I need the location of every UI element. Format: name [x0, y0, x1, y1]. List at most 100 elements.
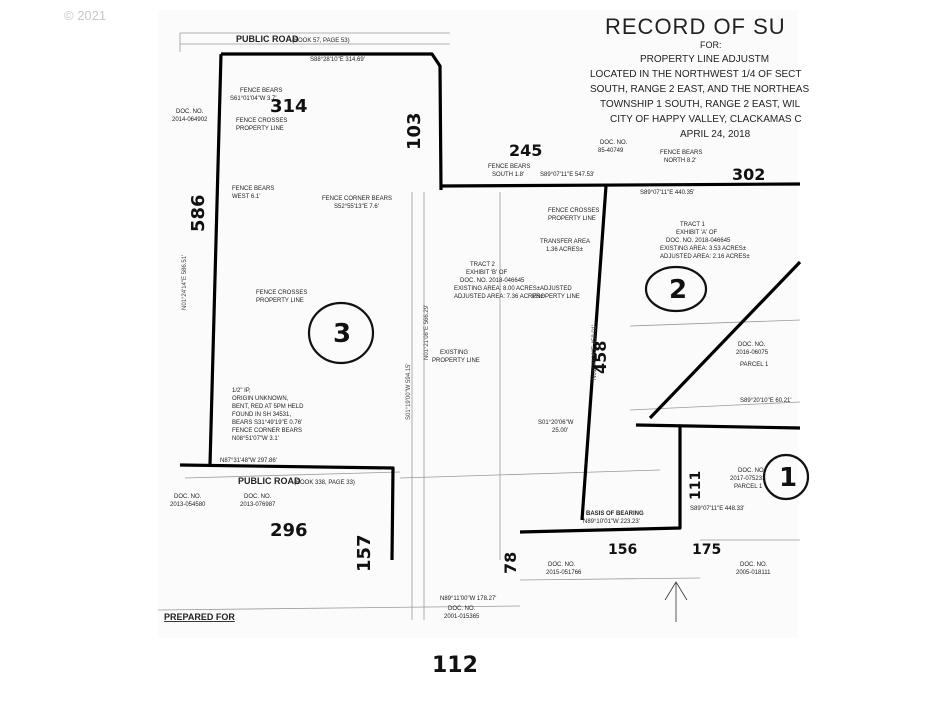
note-line: ORIGIN UNKNOWN,	[232, 396, 289, 402]
note-line: FOUND IN SH 34531,	[232, 412, 291, 418]
tract2-line: EXHIBIT 'B' OF	[466, 270, 508, 276]
hand-bottom-len: 112	[432, 653, 478, 678]
south-boundary	[179, 463, 395, 561]
doc-number: 2014-064902	[172, 117, 208, 123]
doc-parcel-line: PARCEL 1	[734, 484, 763, 490]
note-line: SOUTH 1.8'	[492, 172, 524, 178]
circle-parcel-2	[644, 265, 708, 313]
doc-number: 2016-06075	[736, 350, 769, 356]
header-line-5: CITY OF HAPPY VALLEY, CLACKAMAS C	[610, 114, 802, 125]
note-line: FENCE BEARS	[240, 88, 282, 94]
header-line-2: LOCATED IN THE NORTHWEST 1/4 OF SECT	[590, 69, 802, 80]
tract1-line: EXISTING AREA: 3.53 ACRES±	[660, 246, 747, 252]
doc-label: DOC. NO.	[176, 109, 204, 115]
hand-right-len: 302	[732, 165, 765, 184]
hand-east-len: 103	[404, 112, 425, 150]
doc-label: DOC. NO.	[740, 562, 768, 568]
tract-line-length: 25.00'	[552, 428, 568, 434]
hand-parcel-3: 3	[333, 319, 351, 349]
note-line: PROPERTY LINE	[236, 126, 284, 132]
hand-parcel-2: 2	[669, 275, 687, 305]
tract1-line: DOC. NO. 2018-046645	[666, 238, 731, 244]
doc-parcel-line: DOC. NO.	[738, 468, 766, 474]
header-line-3: SOUTH, RANGE 2 EAST, AND THE NORTHEAS	[590, 84, 809, 95]
north-arrow-icon	[664, 581, 688, 622]
north-boundary	[221, 52, 443, 191]
hand-west-len: 586	[188, 194, 209, 232]
note-line: N08°51'07"W 3.1'	[232, 436, 279, 442]
header-line-1: PROPERTY LINE ADJUSTM	[640, 54, 769, 65]
parcel-circles	[307, 265, 810, 501]
tract2-block: TRACT 2 EXHIBIT 'B' OF DOC. NO. 2018-046…	[454, 262, 544, 300]
doc-number: 85-40749	[598, 148, 624, 154]
existing-line-label: PROPERTY LINE	[432, 358, 480, 364]
hand-parcel-1: 1	[779, 463, 797, 493]
tract-boundary	[580, 185, 608, 521]
hand-low-len: 78	[501, 552, 520, 574]
hand-sw-len: 157	[354, 534, 375, 572]
hand-175: 175	[692, 542, 721, 558]
right-line-bearing: S89°07'11"E 440.35'	[640, 190, 694, 196]
note-line: FENCE BEARS	[660, 150, 702, 156]
doc-label: DOC. NO.	[174, 494, 202, 500]
adjusted-line-label: PROPERTY LINE	[532, 294, 580, 300]
doc-label: DOC. NO.	[600, 140, 628, 146]
tract2-line: TRACT 2	[470, 262, 496, 268]
basis-line	[519, 426, 682, 534]
tract2-line: EXISTING AREA: 8.00 ACRES±	[454, 286, 541, 292]
handwritten-annotations: 314 103 586 245 302 458 3 2 1 111 296 15…	[188, 96, 797, 678]
note-line: PROPERTY LINE	[256, 298, 304, 304]
transfer-area-acres: 1.36 ACRES±	[546, 247, 584, 253]
doc-number: 2001-015365	[444, 614, 480, 620]
doc-number: 2005-018111	[736, 570, 771, 576]
note-line: FENCE BEARS	[232, 186, 274, 192]
note-line: NORTH 8.2'	[664, 158, 696, 164]
tract1-line: ADJUSTED AREA: 2.16 ACRES±	[660, 254, 750, 260]
header: RECORD OF SU FOR: PROPERTY LINE ADJUSTM …	[590, 14, 809, 140]
vertical-label: N01°20'06"E 458.01'	[592, 325, 598, 380]
tract1-south-line	[635, 423, 801, 430]
note-line: 1/2" IP,	[232, 388, 251, 394]
right-low-bearing: S89°07'11"E 448.33'	[690, 506, 744, 512]
transfer-area: TRANSFER AREA	[540, 239, 590, 245]
prepared-for-label: PREPARED FOR	[164, 612, 235, 622]
basis-bearing-value: N89°10'01"W 223.23'	[583, 519, 640, 525]
header-line-4: TOWNSHIP 1 SOUTH, RANGE 2 EAST, WIL	[600, 99, 801, 110]
north-line-bearing: S88°28'10"E 314.69'	[310, 57, 365, 63]
mid-line-bearing: S89°07'11"E 547.53'	[540, 172, 594, 178]
doc-label: DOC. NO.	[244, 494, 272, 500]
hand-north-len: 314	[270, 96, 308, 117]
vertical-label: N01°21'08"E 566.29'	[424, 305, 430, 360]
survey-title: RECORD OF SU	[605, 14, 786, 39]
note-line: BEARS S31°49'19"E 0.76'	[232, 420, 302, 426]
doc-number: 2013-076987	[240, 502, 276, 508]
tract2-line: ADJUSTED AREA: 7.36 ACRES±	[454, 294, 544, 300]
note-line: PROPERTY LINE	[548, 216, 596, 222]
doc-parcel-line: 2017-075231	[730, 476, 766, 482]
doc-label: DOC. NO.	[548, 562, 576, 568]
tract2-line: DOC. NO. 2018-046645	[460, 278, 525, 284]
south-road-label: PUBLIC ROAD	[238, 476, 301, 486]
note-line: BENT, RED AT 5PM HELD	[232, 404, 304, 410]
hand-tract-len: 458	[591, 341, 610, 374]
doc-label: DOC. NO.	[448, 606, 476, 612]
hand-south-len: 296	[270, 520, 308, 541]
hand-156: 156	[608, 542, 637, 558]
tract1-line: TRACT 1	[680, 222, 706, 228]
south-right-bearing: N89°11'00"W 178.27'	[440, 596, 496, 602]
basis-of-bearing: BASIS OF BEARING	[586, 511, 644, 517]
header-for: FOR:	[700, 40, 722, 50]
vertical-label: N01°24'14"E 586.51'	[182, 255, 188, 310]
doc-label: DOC. NO.	[738, 342, 766, 348]
circle-parcel-1	[762, 453, 810, 501]
drafted-lines	[157, 32, 801, 620]
copyright-watermark: © 2021	[64, 8, 106, 23]
note-line: WEST 6.1'	[232, 194, 260, 200]
existing-line-label: EXISTING	[440, 350, 468, 356]
doc-number: 2015-051766	[546, 570, 582, 576]
note-line: FENCE CROSSES	[256, 290, 307, 296]
document-numbers: DOC. NO. 2014-064902 DOC. NO. 85-40749 D…	[170, 109, 771, 620]
parcel1-label: PARCEL 1	[740, 362, 769, 368]
north-road-ref: (BOOK 57, PAGE 53)	[292, 38, 350, 44]
